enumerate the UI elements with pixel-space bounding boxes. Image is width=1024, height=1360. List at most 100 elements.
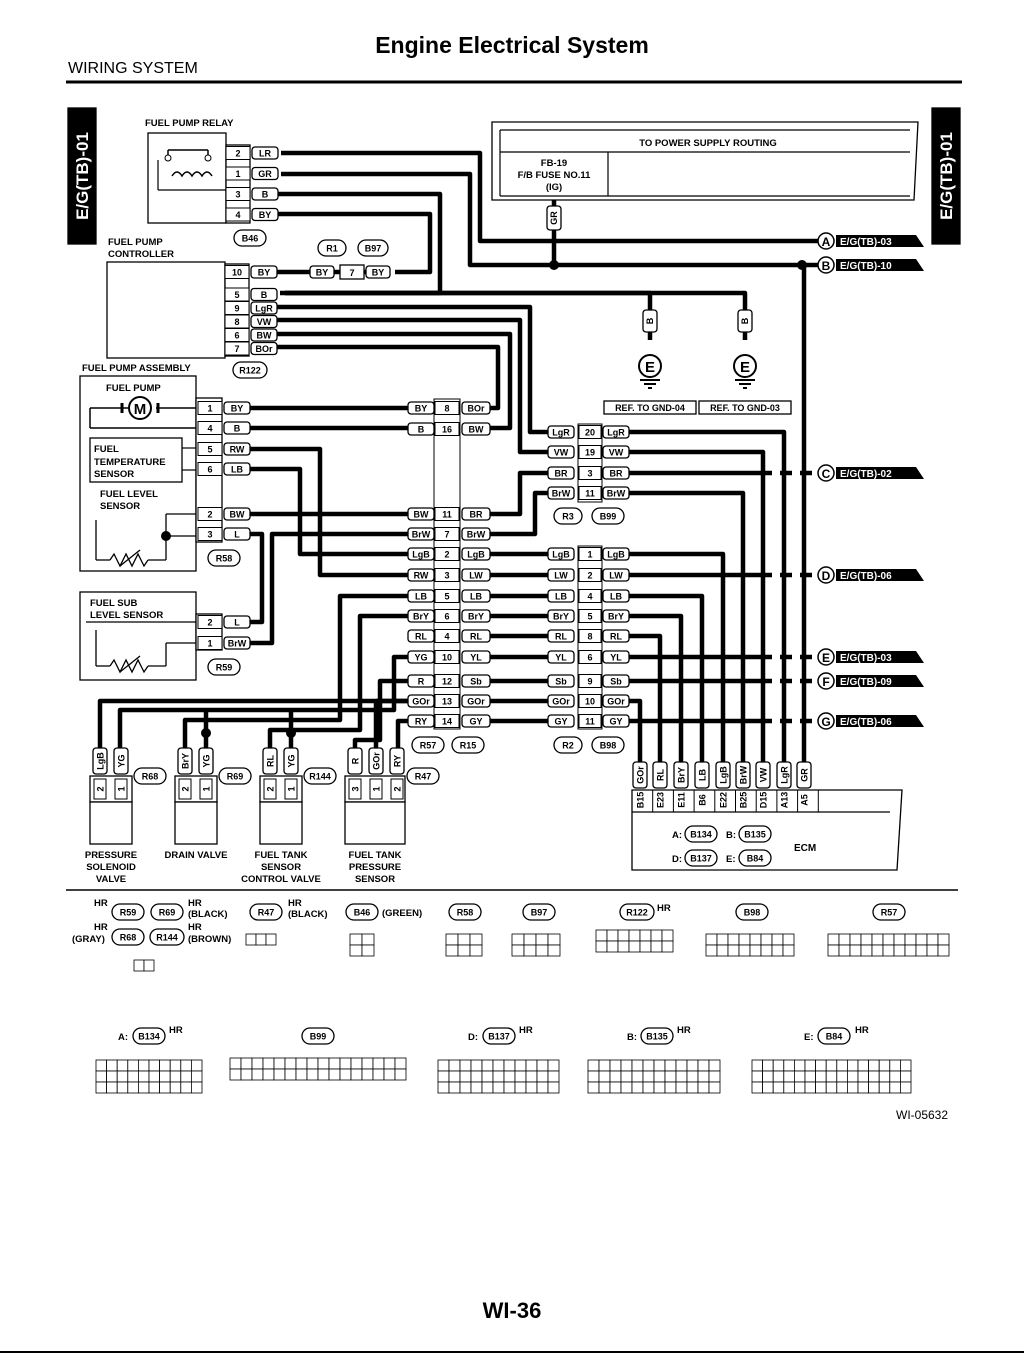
wire-label: RL [555, 632, 567, 642]
pin-cell [225, 187, 251, 201]
wire-label-box [737, 309, 753, 333]
connector-pin-slot [284, 1057, 297, 1070]
connector-tag [738, 825, 772, 843]
connector-tag-label: R3 [562, 512, 574, 522]
connector-pin-slot [606, 940, 619, 953]
wire [629, 429, 787, 762]
wire-label: BW [230, 510, 245, 520]
connector-pin-slot [882, 933, 895, 946]
splice-dot [549, 260, 559, 270]
wire-label: LgB [719, 766, 729, 784]
connector-tag [640, 1027, 674, 1045]
pin-cell [197, 401, 223, 415]
connector-pin-slot [664, 1081, 677, 1094]
connector-pin-slot [650, 940, 663, 953]
connector-pin-slot [306, 1057, 319, 1070]
connector-tag [233, 229, 267, 247]
connector-tag-label: R2 [562, 741, 574, 751]
pin-number: B6 [698, 794, 708, 806]
pin-cell [578, 547, 602, 561]
connector-pin-slot [772, 1070, 785, 1083]
connector-tag-label: R47 [415, 772, 432, 782]
connector-pin-slot [926, 933, 939, 946]
wire-label: GOr [412, 697, 430, 707]
connector-pin-slot [772, 1081, 785, 1094]
fuel-pump-controller [106, 261, 226, 359]
pin-cell [578, 466, 602, 480]
connector-pin-slot [383, 1057, 396, 1070]
connector-pin-slot [547, 1059, 560, 1072]
connector-tag-label: B134 [690, 830, 712, 840]
wire-label: GOr [636, 766, 646, 784]
valve-body [344, 801, 406, 845]
wire-label: BY [415, 404, 428, 414]
ecm-box [631, 789, 903, 871]
pin-cell [578, 445, 602, 459]
motor-symbol [128, 396, 152, 420]
connector-pin-slot [547, 944, 561, 957]
connector-pin-slot [437, 1070, 450, 1083]
connector-pin-slot [481, 1059, 494, 1072]
pin-number: 6 [234, 331, 239, 341]
connector-pin-slot [511, 933, 525, 946]
label: (BROWN) [188, 934, 231, 945]
connector-pin-slot [190, 1059, 203, 1072]
wire-label: BrY [181, 753, 191, 769]
pin-number: 11 [585, 717, 595, 727]
connector-pin-slot [273, 1068, 286, 1081]
wire-label: BR [555, 469, 568, 479]
wire-label-box [251, 166, 279, 181]
connector-face [349, 933, 375, 957]
connector-pin-slot [536, 1081, 549, 1094]
connector-pin-slot [860, 933, 873, 946]
wire-label: GY [554, 717, 567, 727]
valve-wire-label [368, 747, 384, 775]
ref-letter: A [822, 235, 831, 249]
connector-pin-slot [849, 933, 862, 946]
valve-wire-label [283, 747, 299, 775]
wire [267, 613, 408, 748]
ecm-wire-label [735, 761, 751, 789]
connector-pin-slot [587, 1070, 600, 1083]
wire-label: BrY [413, 612, 429, 622]
pin-number: D15 [759, 792, 769, 809]
pin-number: 8 [234, 317, 239, 327]
wire-label: BY [316, 268, 329, 278]
connector-pin-slot [727, 944, 740, 957]
wire-label: GR [549, 211, 559, 225]
pin-number: 2 [235, 149, 240, 159]
connector-pin-slot [937, 944, 950, 957]
connector-tag-label: R57 [881, 908, 898, 918]
ecm-wire-label [694, 761, 710, 789]
pin-number: B25 [739, 792, 749, 809]
connector-pin-slot [536, 1059, 549, 1072]
valve-wire-label [92, 747, 108, 775]
connector-pin-slot [783, 1070, 795, 1083]
connector-tag-label: B134 [138, 1032, 160, 1042]
valve-body [259, 801, 303, 845]
wire-label-box [547, 445, 575, 459]
valve-body [89, 801, 133, 845]
connector-face [595, 929, 674, 953]
ref-label: E/G(TB)-03 [840, 653, 892, 664]
connector-tag [218, 767, 252, 785]
valve-wire-label [262, 747, 278, 775]
connector-pin-slot [900, 1070, 912, 1083]
wire-label: YL [470, 653, 482, 663]
connector-pin-slot [760, 933, 773, 946]
connector-pin-slot [350, 1068, 363, 1081]
wire-label: LgB [467, 550, 485, 560]
pin-number: 4 [587, 592, 592, 602]
connector-tag-label: B46 [354, 908, 371, 918]
label: FUEL PUMP [106, 383, 161, 394]
pin-cell [178, 778, 192, 800]
component-label: FUEL TANK [255, 850, 308, 861]
connector-pin-slot [838, 944, 851, 957]
label: A: [118, 1032, 128, 1043]
connector-pin-slot [295, 1068, 308, 1081]
connector-pin-slot [448, 1070, 461, 1083]
pin-cell [434, 527, 460, 541]
connector-pin-slot [889, 1081, 901, 1094]
label: (IG) [546, 182, 562, 193]
wire-label: RL [415, 632, 427, 642]
